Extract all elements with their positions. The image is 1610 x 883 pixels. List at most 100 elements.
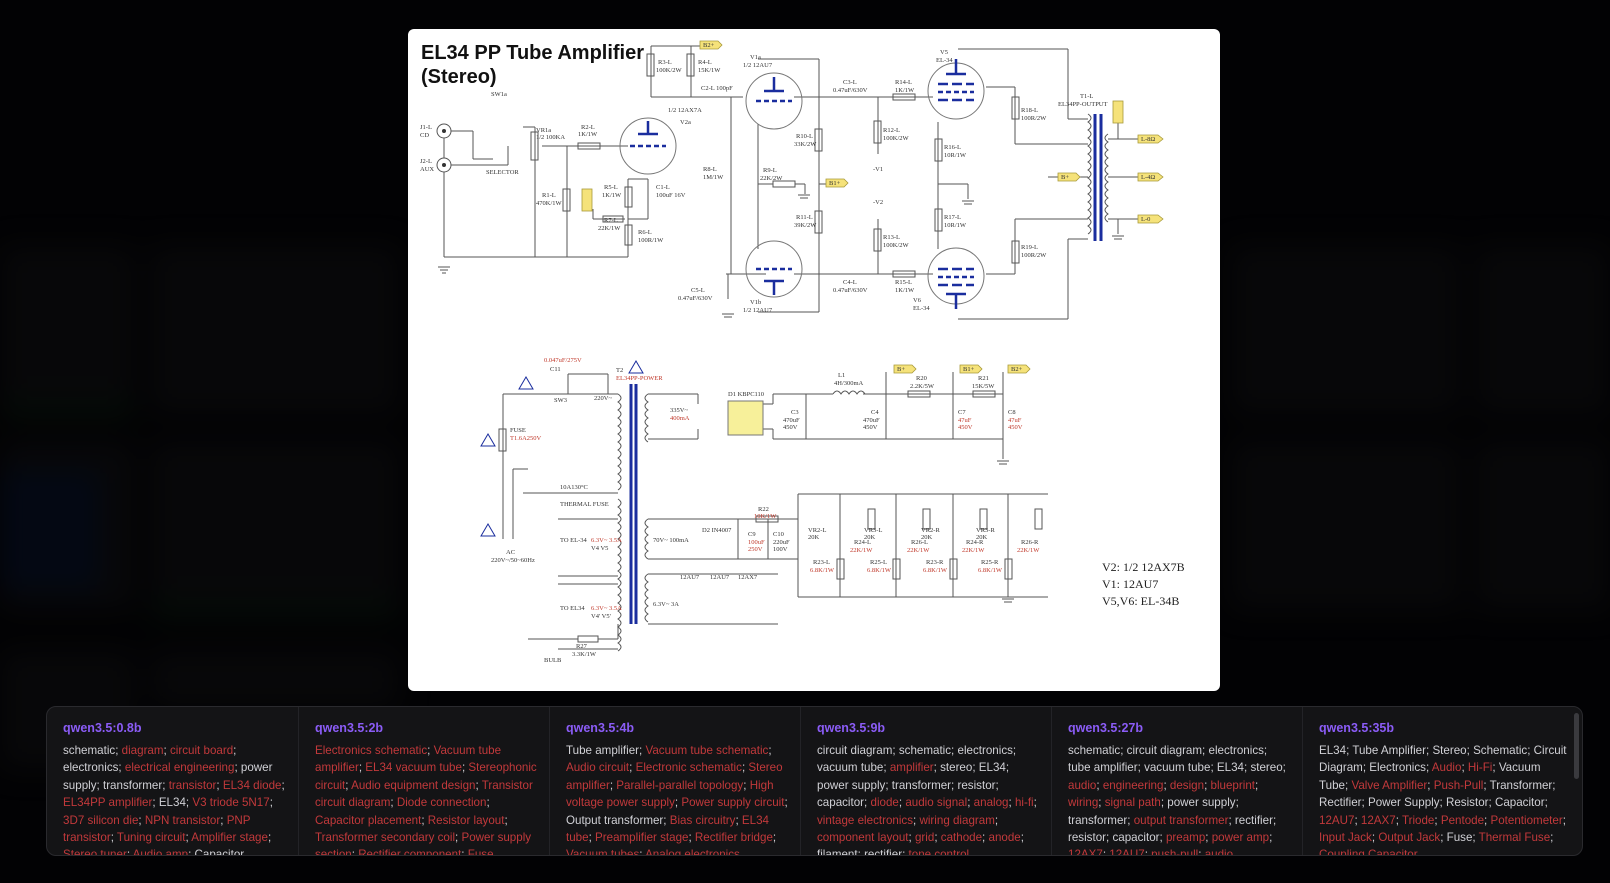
tag: EL34 <box>1216 761 1244 775</box>
tag-separator: ; <box>234 761 241 775</box>
tag-separator: ; <box>857 848 865 856</box>
tag-separator: ; <box>1552 778 1556 792</box>
schematic-labels: SW1a SELECTOR J1-L CD J2-L AUX VR1a 1/2 … <box>408 29 1220 691</box>
tag: audio signal <box>905 796 968 810</box>
label-r26r: R26-R <box>1021 539 1039 546</box>
tag: transformer <box>1068 813 1128 827</box>
tag-separator: ; <box>1102 848 1110 856</box>
tag: diode <box>870 796 899 810</box>
tag-separator: ; <box>772 831 777 845</box>
tag: EL34 vacuum tube <box>365 761 462 775</box>
tag: blueprint <box>1210 778 1255 792</box>
label-r27: R27 <box>576 643 587 650</box>
tag-separator: ; <box>1282 761 1286 775</box>
model-comparison-panel[interactable]: qwen3.5:0.8b schematic; diagram; circuit… <box>46 706 1583 856</box>
tag: Resistor layout <box>427 813 505 827</box>
tag-list: EL34; Tube Amplifier; Stereo; Schematic;… <box>1319 742 1567 855</box>
tag-separator: ; <box>96 778 103 792</box>
label-r23l-val: 6.8K/1W <box>810 567 835 574</box>
flag-l0: L-0 <box>1141 216 1151 223</box>
tag: diagram <box>121 744 164 757</box>
label-j1-cd: CD <box>420 132 430 139</box>
tag-separator: ; <box>152 796 159 810</box>
tag-separator: ; <box>1544 796 1548 810</box>
label-r26l: R26-L <box>911 539 928 546</box>
label-r5-val: 1K/1W <box>602 192 622 199</box>
label-d1: D1 KBPC110 <box>728 391 765 398</box>
label-v6-type: EL-34 <box>913 305 930 312</box>
label-t1: T1-L <box>1080 93 1094 100</box>
tag: grid <box>914 831 935 845</box>
label-r27-val: 3.3K/1W <box>572 651 597 658</box>
tag-separator: ; <box>1427 778 1434 792</box>
tag: Pentode <box>1440 813 1485 827</box>
tag: Power supply circuit <box>681 796 785 810</box>
tag-separator: ; <box>1354 813 1361 827</box>
label-l1-val: 4H/300mA <box>834 380 864 387</box>
tag: preamp <box>1165 831 1206 845</box>
tag: Input Jack <box>1319 831 1372 845</box>
model-column: qwen3.5:4b Tube amplifier; Vacuum tube s… <box>549 707 789 855</box>
label-r17-val: 10R/1W <box>944 222 967 229</box>
tag: Thermal Fuse <box>1478 831 1551 845</box>
tag: Hi-Fi <box>1467 761 1493 775</box>
label-thermal-fuse: THERMAL FUSE <box>560 501 609 508</box>
tag-separator: ; <box>1205 831 1212 845</box>
label-c4: C4-L <box>843 279 857 286</box>
label-c11-val: 0.047uF/275V <box>544 357 582 364</box>
label-vr1a-val: 1/2 100KA <box>536 134 566 141</box>
tag-separator: ; <box>455 831 462 845</box>
tag-separator: ; <box>1255 778 1259 792</box>
tag-separator: ; <box>269 796 273 810</box>
tag: engineering <box>1102 778 1164 792</box>
tag-separator: ; <box>162 778 169 792</box>
label-vr3l: VR3-L 20K <box>864 527 883 541</box>
tag: vintage electronics <box>817 813 914 827</box>
tag: Electronics schematic <box>315 744 428 757</box>
tag-separator: ; <box>995 778 999 792</box>
tag-separator: ; <box>1263 744 1268 757</box>
tag: power amp <box>1211 831 1270 845</box>
tag: resistor <box>957 778 996 792</box>
label-c3-val: 0.47uF/630V <box>833 87 868 94</box>
tag-separator: ; <box>885 778 892 792</box>
label-220v: 220V~ <box>594 395 612 402</box>
tag-separator: ; <box>629 761 636 775</box>
tag-separator: ; <box>663 813 670 827</box>
tag-separator: ; <box>233 744 237 757</box>
label-r5: R5-L <box>604 184 618 191</box>
tag: vacuum tube <box>817 761 884 775</box>
tag: Resistor <box>1445 796 1489 810</box>
tag-separator: ; <box>1243 761 1251 775</box>
tag-separator: ; <box>1466 744 1474 757</box>
label-r20: R20 <box>916 375 927 382</box>
tag: Stereophonic circuit <box>315 761 537 792</box>
tag-list: schematic; diagram; circuit board; elect… <box>63 742 287 856</box>
tag: Push-Pull <box>1433 778 1484 792</box>
tag-separator: ; <box>1210 761 1217 775</box>
label-r2-val: 1K/1W <box>578 131 598 138</box>
tag: Analog electronics <box>645 848 740 856</box>
tag-separator: ; <box>951 778 958 792</box>
tag: tone control <box>908 848 970 856</box>
tag-separator: ; <box>475 778 482 792</box>
tag: Vacuum tube amplifier <box>315 744 502 775</box>
tag-separator: ; <box>1012 744 1017 757</box>
label-heater-a: 6.3V~ 3.5A <box>591 537 622 544</box>
label-v5: V5 <box>940 49 948 56</box>
tag: PNP transistor <box>63 813 251 845</box>
label-r21-val: 15K/5W <box>972 383 995 390</box>
label-c2: C2-L 100pF <box>701 85 733 92</box>
panel-scrollbar[interactable] <box>1574 713 1579 779</box>
image-viewer: EL34 PP Tube Amplifier (Stereo) SW1a SEL… <box>408 29 1220 691</box>
label-c3p: C3 <box>791 409 799 416</box>
tag: transformer <box>891 778 952 792</box>
tag-separator: ; <box>972 761 979 775</box>
tag: Audio amp <box>132 848 189 856</box>
tag-separator: ; <box>1137 761 1145 775</box>
label-c4p-val: 470uF 450V <box>863 417 880 431</box>
tag-separator: ; <box>639 848 646 856</box>
tag-separator: ; <box>743 778 750 792</box>
tag-separator: ; <box>741 761 749 775</box>
tag: 12AU7 <box>1109 848 1145 856</box>
